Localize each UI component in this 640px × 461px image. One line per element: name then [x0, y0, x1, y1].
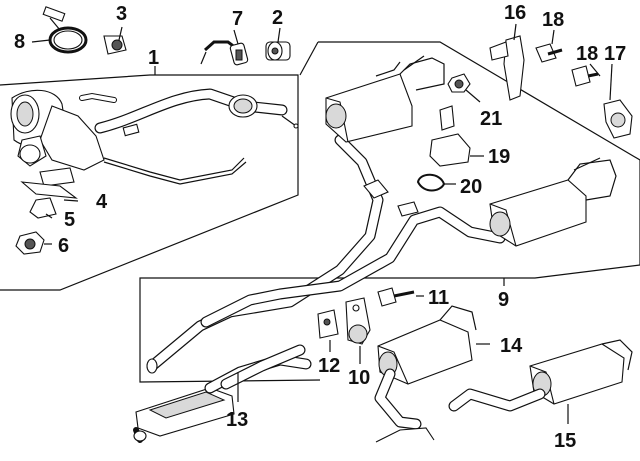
callout-11: 11: [428, 287, 449, 309]
callout-14: 14: [500, 335, 523, 357]
clip-nut-part-3: [103, 26, 127, 55]
muffler-part-14: [374, 305, 490, 443]
callout-9: 9: [498, 289, 509, 311]
group-frame-1: [0, 74, 299, 291]
bracket-part-12: [317, 309, 339, 352]
bolt-part-18-upper: [535, 29, 563, 63]
hose-clamp-part-8: [42, 6, 88, 54]
callout-4: 4: [96, 191, 108, 213]
leader-lines: [31, 29, 505, 402]
callout-2: 2: [272, 7, 283, 29]
muffler-left: [325, 55, 445, 143]
callout-labels: 1 2 3 4 5 6 7 8 9 10 11 12 13 14 15 16 1…: [14, 2, 626, 452]
muffler-part-15: [448, 339, 633, 424]
callout-13: 13: [226, 409, 248, 431]
muffler-right: [489, 157, 617, 247]
callout-6: 6: [58, 235, 69, 257]
heat-shield-part-4: [20, 181, 79, 202]
group-frame-9: [139, 41, 640, 383]
callout-12: 12: [318, 355, 340, 377]
callout-8: 8: [14, 31, 25, 53]
bolt-part-18-lower: [571, 63, 601, 87]
bracket-part-16: [489, 23, 525, 101]
bracket-part-19: [429, 105, 484, 167]
callout-20: 20: [460, 176, 482, 198]
callout-16: 16: [504, 2, 526, 24]
y-pipe-assembly: [146, 134, 506, 374]
gasket-part-5: [29, 197, 57, 219]
sensor-part-7: [200, 40, 249, 66]
callout-18-lower: 18: [576, 43, 598, 65]
hanger-part-17: [603, 63, 633, 139]
sensor-part-2: [265, 27, 291, 61]
callout-1: 1: [148, 47, 159, 69]
callout-19: 19: [488, 146, 510, 168]
callout-15: 15: [554, 430, 576, 452]
nut-part-21: [447, 73, 481, 103]
callout-5: 5: [64, 209, 75, 231]
callout-10: 10: [348, 367, 370, 389]
hanger-part-10: [345, 297, 371, 364]
catalytic-converter-assembly: [10, 88, 299, 187]
callout-17: 17: [604, 43, 626, 65]
callout-7: 7: [232, 8, 243, 30]
bolt-part-11: [377, 287, 424, 307]
callout-18-upper: 18: [542, 9, 564, 31]
callout-3: 3: [116, 3, 127, 25]
clamp-part-20: [416, 173, 456, 192]
nut-part-6: [15, 231, 52, 255]
callout-21: 21: [480, 108, 502, 130]
